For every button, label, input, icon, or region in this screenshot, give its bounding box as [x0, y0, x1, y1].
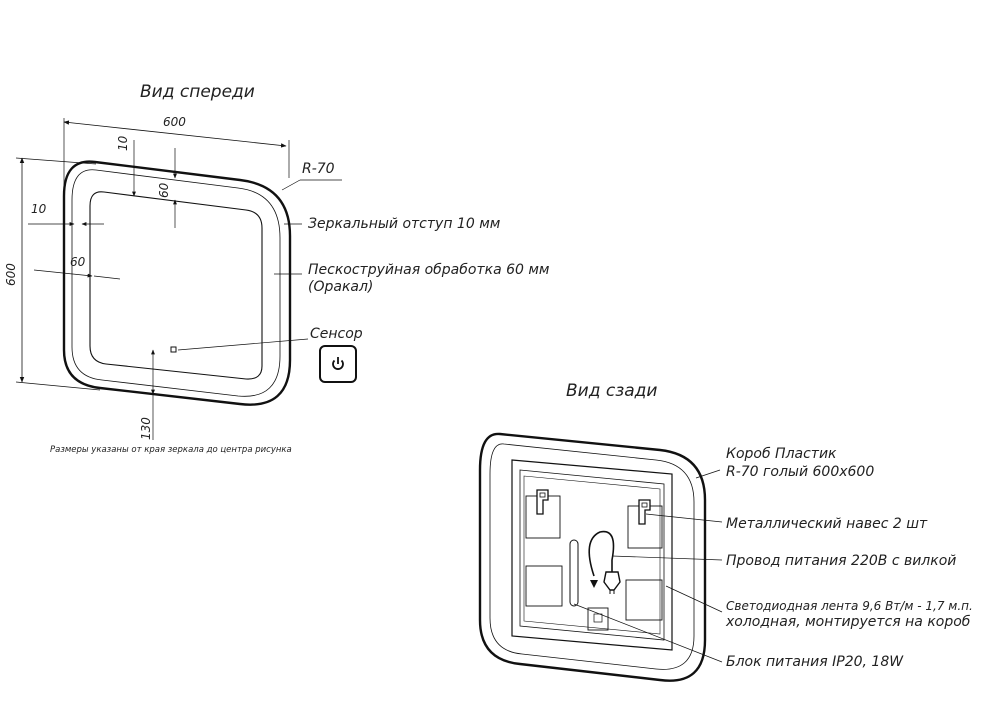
sensor-callout-leader: [177, 338, 309, 351]
led-strip-track: [519, 469, 665, 641]
power-supply-unit: [569, 539, 579, 607]
terminal-block: [587, 607, 609, 631]
hanger-callout-leader: [645, 513, 723, 523]
radius-label: R-70: [302, 161, 335, 177]
radius-leader: [281, 179, 301, 191]
wire-callout: Провод питания 220В с вилкой: [726, 553, 956, 569]
front-view: Вид спереди 600 600 10 60 10 60: [4, 82, 550, 455]
led-callout-leader: [665, 585, 723, 613]
sandblast-callout-line1: Пескоструйная обработка 60 мм: [308, 262, 550, 278]
compartment-bottom-left: [525, 565, 563, 607]
dim-top-offset-label: 10: [116, 135, 130, 151]
box-inner-edge: [489, 443, 695, 670]
dim-top-band-label: 60: [157, 182, 171, 198]
sensor-button-graphic: [319, 345, 357, 383]
dim-height-label: 600: [4, 263, 18, 286]
front-view-title: Вид спереди: [140, 82, 255, 102]
sensor-marker: [170, 346, 177, 353]
led-strip-track-inner: [523, 475, 661, 635]
box-callout-line2: R-70 голый 600x600: [726, 464, 874, 480]
sensor-callout: Сенсор: [310, 326, 363, 342]
power-cord: [588, 530, 615, 577]
dim-left-offset-label: 10: [31, 202, 47, 216]
dim-bottom-label: 130: [139, 417, 153, 440]
box-callout-line1: Короб Пластик: [726, 446, 837, 462]
led-callout-line2: холодная, монтируется на короб: [725, 614, 971, 630]
offset-callout: Зеркальный отступ 10 мм: [308, 216, 501, 232]
psu-callout-leader: [573, 603, 723, 663]
dim-width-line: [63, 120, 287, 148]
box-callout-leader: [695, 469, 721, 479]
dim-left-band-line2: [93, 275, 121, 280]
dim-width-label: 600: [163, 115, 186, 129]
terminal-block-inner: [593, 613, 603, 623]
mirror-offset-edge: [71, 169, 281, 397]
sandblast-callout-line2: (Оракал): [308, 279, 373, 295]
psu-callout: Блок питания IP20, 18W: [726, 654, 904, 670]
hanger-right: [638, 499, 651, 525]
back-view-title: Вид сзади: [566, 381, 657, 401]
led-callout-line1: Светодиодная лента 9,6 Вт/м - 1,7 м.п.: [726, 599, 973, 613]
sandblast-band-inner-edge: [89, 191, 263, 380]
compartment-bottom-right: [625, 579, 663, 621]
dim-height-ext-top: [15, 157, 97, 165]
dim-left-band-line: [33, 269, 93, 278]
box-outer-edge: [478, 432, 707, 682]
back-view: Вид сзади: [478, 381, 973, 682]
dim-left-band-label: 60: [70, 255, 86, 269]
hanger-callout: Металлический навес 2 шт: [726, 516, 928, 532]
back-panel: [511, 459, 673, 651]
power-plug: [603, 571, 621, 591]
dim-height-ext-bottom: [15, 381, 101, 391]
dimension-footnote: Размеры указаны от края зеркала до центр…: [50, 445, 292, 455]
wire-callout-leader: [611, 555, 723, 561]
mirror-outer-edge: [62, 160, 292, 406]
hanger-left: [536, 489, 549, 515]
power-icon: [332, 357, 344, 370]
cord-end-marker: [590, 580, 598, 588]
